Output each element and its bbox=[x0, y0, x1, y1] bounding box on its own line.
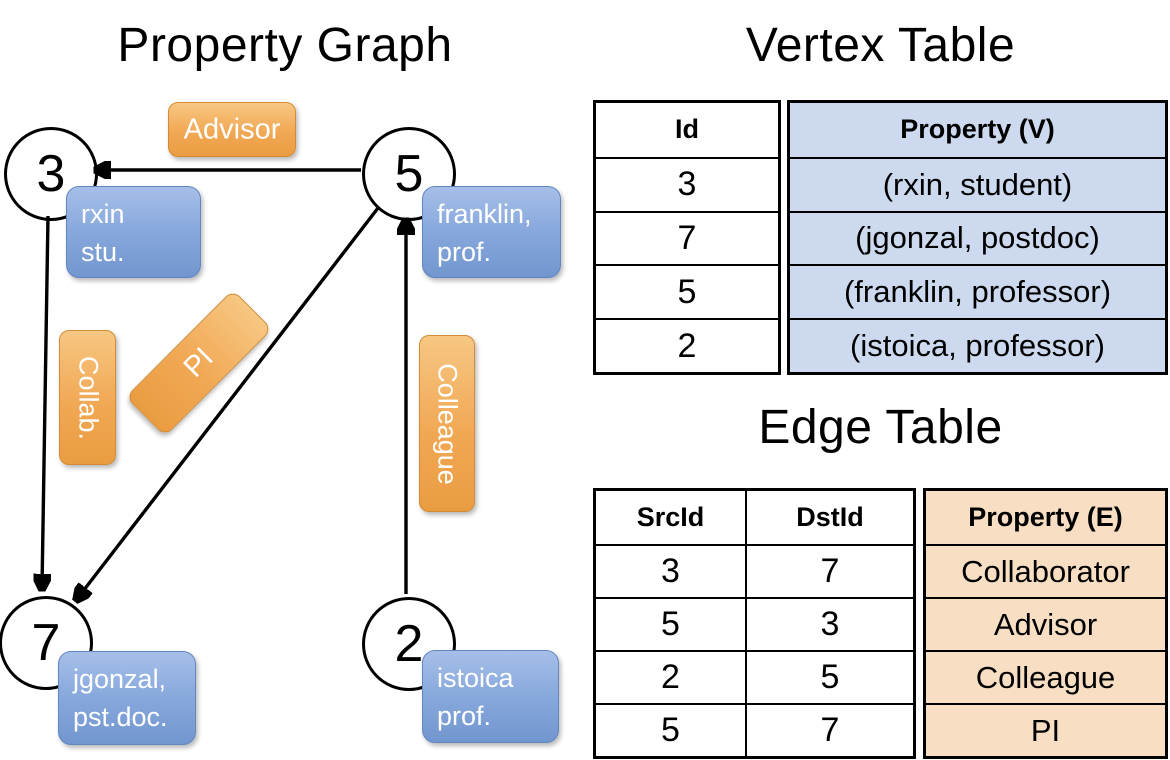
edge-table-cell: 7 bbox=[745, 544, 913, 597]
vertex-property-line: jgonzal, bbox=[73, 664, 167, 694]
vertex-property-line: stu. bbox=[81, 237, 125, 268]
edge-table-property-column: Property (E) Collaborator Advisor Collea… bbox=[923, 488, 1168, 759]
vertex-property-box-7: jgonzal, pst.doc. bbox=[58, 651, 196, 745]
edge-arrow-3-7 bbox=[42, 215, 48, 588]
vertex-property-line: rxin bbox=[81, 199, 125, 229]
edge-table-cell: Advisor bbox=[926, 597, 1165, 650]
vertex-id-label: 3 bbox=[36, 145, 66, 203]
edge-table-id-columns: SrcId DstId 3 7 5 3 2 5 5 7 bbox=[593, 488, 916, 759]
edge-label-text: PI bbox=[177, 341, 220, 384]
vertex-property-box-2: istoica prof. bbox=[422, 650, 559, 743]
edge-table-cell: 3 bbox=[596, 544, 745, 597]
edge-label-collab: Collab. bbox=[59, 330, 116, 465]
edge-label-text: Colleague bbox=[432, 362, 463, 485]
vertex-table-cell: 5 bbox=[596, 264, 778, 318]
vertex-table-cell: (istoica, professor) bbox=[790, 318, 1165, 372]
edge-table-cell: 3 bbox=[745, 597, 913, 650]
vertex-table-header-property: Property (V) bbox=[790, 103, 1165, 157]
edge-arrow-5-7 bbox=[77, 206, 380, 599]
vertex-table-cell: 7 bbox=[596, 210, 778, 265]
edge-table-cell: 5 bbox=[596, 597, 745, 650]
vertex-table-cell: 2 bbox=[596, 318, 778, 372]
vertex-property-box-5: franklin, prof. bbox=[422, 186, 561, 278]
vertex-table-cell: (franklin, professor) bbox=[790, 264, 1165, 319]
vertex-table-property-column: Property (V) (rxin, student) (jgonzal, p… bbox=[787, 100, 1168, 375]
vertex-property-line: istoica bbox=[437, 663, 514, 693]
vertex-table-cell: 3 bbox=[596, 156, 778, 211]
vertex-id-label: 7 bbox=[31, 614, 61, 672]
edge-table-cell: Collaborator bbox=[926, 544, 1165, 597]
edge-label-colleague: Colleague bbox=[419, 335, 475, 512]
vertex-property-line: franklin, bbox=[437, 199, 532, 229]
edge-table-cell: 7 bbox=[745, 703, 913, 756]
edge-label-text: Advisor bbox=[183, 113, 281, 145]
edge-label-advisor: Advisor bbox=[168, 102, 296, 157]
vertex-table-cell: (rxin, student) bbox=[790, 156, 1165, 211]
vertex-table-title: Vertex Table bbox=[745, 19, 1016, 72]
vertex-property-box-3: rxin stu. bbox=[66, 186, 201, 278]
edge-table-cell: Colleague bbox=[926, 650, 1165, 703]
edge-table-cell: PI bbox=[926, 703, 1165, 756]
vertex-property-line: prof. bbox=[437, 701, 492, 732]
edge-table-cell: 2 bbox=[596, 650, 745, 703]
edge-table-cell: 5 bbox=[596, 703, 745, 756]
edge-table-header-srcid: SrcId bbox=[636, 502, 705, 532]
vertex-table-header-id: Id bbox=[675, 114, 699, 145]
property-graph-title: Property Graph bbox=[117, 19, 453, 72]
edge-label-text: Collab. bbox=[73, 355, 103, 440]
vertex-table-id-column: Id 3 7 5 2 bbox=[593, 100, 781, 375]
vertex-property-line: prof. bbox=[437, 237, 492, 268]
edge-table-cell: 5 bbox=[745, 650, 913, 703]
vertex-table-cell: (jgonzal, postdoc) bbox=[790, 210, 1165, 265]
vertex-property-line: pst.doc. bbox=[73, 702, 168, 733]
edge-table-header-property: Property (E) bbox=[926, 491, 1165, 544]
edge-table-header-dstid: DstId bbox=[745, 491, 913, 544]
edge-table-title: Edge Table bbox=[758, 401, 1003, 454]
vertex-id-label: 5 bbox=[394, 145, 424, 203]
vertex-id-label: 2 bbox=[394, 615, 424, 673]
